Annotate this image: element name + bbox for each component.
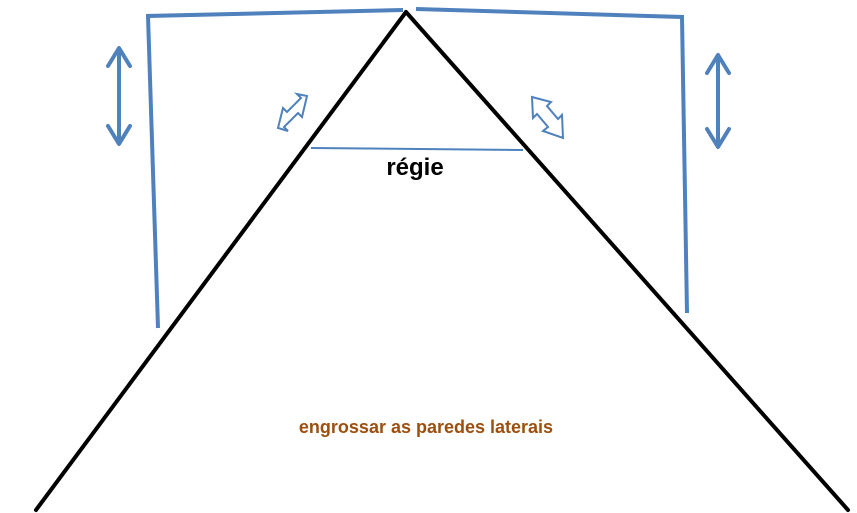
side-walls <box>145 7 689 329</box>
triangle-outline <box>34 10 850 512</box>
diagonal-double-arrow-icon <box>276 92 309 132</box>
right-diagonal-line <box>404 10 850 512</box>
vertical-double-arrow-icon <box>705 53 731 149</box>
regie-line <box>310 147 524 151</box>
diagonal-double-arrow-icon <box>530 95 565 140</box>
right-wall <box>415 7 689 314</box>
regie-label: régie <box>386 154 444 181</box>
left-diagonal-line <box>34 10 408 512</box>
left-wall <box>145 8 404 329</box>
vertical-double-arrow-icon <box>106 46 132 146</box>
note-label: engrossar as paredes laterais <box>298 417 554 437</box>
